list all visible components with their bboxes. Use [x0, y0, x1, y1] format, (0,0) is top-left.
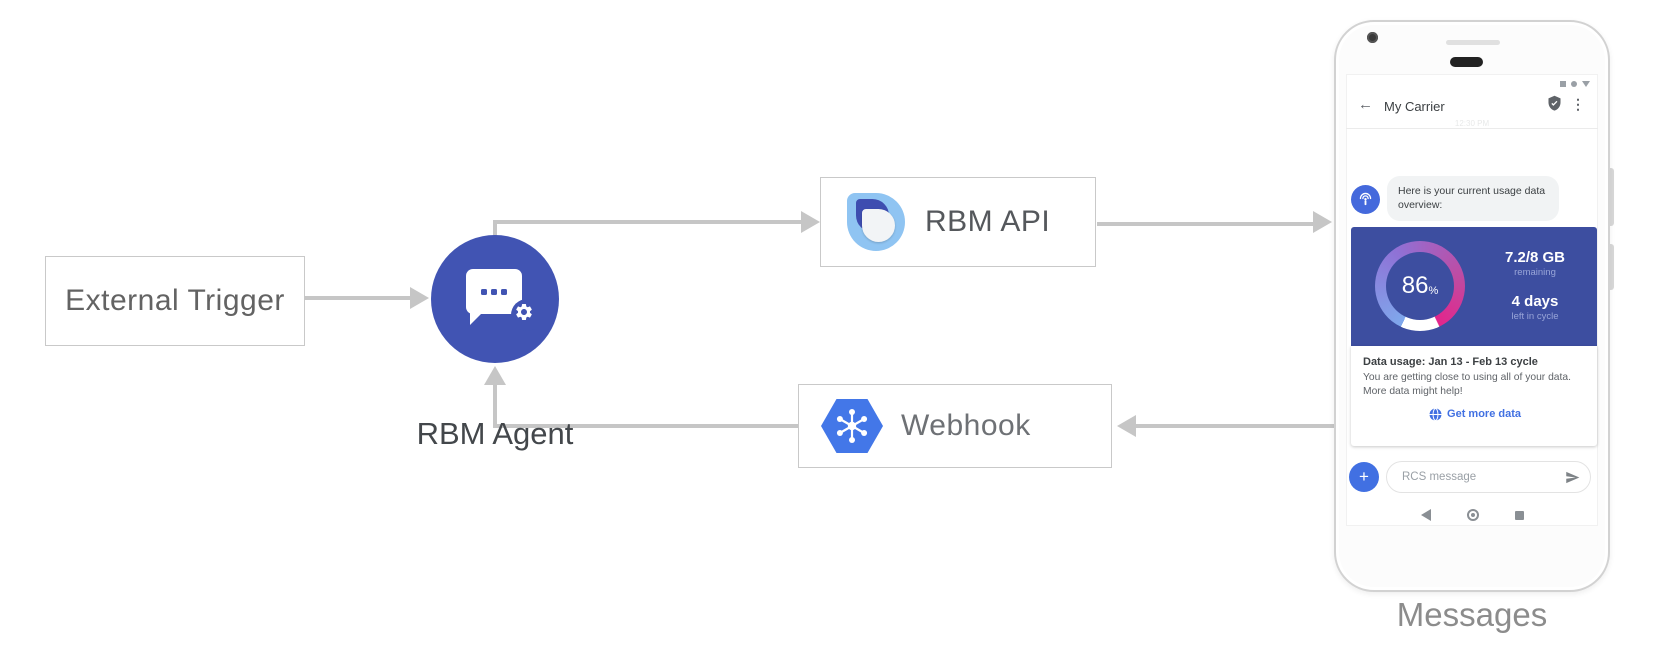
gauge-percent: 86 %	[1375, 241, 1465, 331]
usage-overview-card: 86 % 7.2/8 GB remaining 4 days left in c…	[1351, 227, 1597, 346]
rbm-logo-light-drop	[862, 209, 895, 242]
rbm-agent-label: RBM Agent	[416, 416, 574, 451]
external-trigger-node: External Trigger	[45, 256, 305, 346]
status-circle-icon	[1571, 81, 1577, 87]
verified-shield-icon	[1546, 95, 1563, 112]
bubble-dot	[491, 288, 497, 295]
header-divider	[1346, 128, 1598, 129]
overflow-menu-icon[interactable]: ⋮	[1571, 96, 1585, 112]
external-trigger-label: External Trigger	[65, 284, 285, 317]
arrow-webhook-to-agent-vertical	[493, 384, 497, 426]
webhook-label: Webhook	[901, 409, 1031, 442]
info-card-title: Data usage: Jan 13 - Feb 13 cycle	[1363, 356, 1538, 368]
send-icon[interactable]	[1565, 470, 1580, 485]
arrow-webhook-to-agent-head	[484, 366, 506, 385]
antenna-icon	[1359, 192, 1372, 206]
arrow-api-to-phone-line	[1097, 222, 1313, 226]
phone-screen: ← My Carrier ⋮ 12:30 PM Here is your cur…	[1346, 74, 1598, 526]
rbm-api-label: RBM API	[925, 205, 1051, 238]
status-bar	[1560, 81, 1590, 87]
get-more-data-label: Get more data	[1447, 408, 1521, 421]
arrow-phone-to-webhook-head	[1117, 415, 1136, 437]
messages-caption: Messages	[1396, 596, 1548, 633]
attach-plus-button[interactable]: +	[1349, 462, 1379, 492]
message-timestamp: 12:30 PM	[1454, 119, 1490, 128]
nav-recents-icon[interactable]	[1514, 510, 1524, 520]
phone-earpiece	[1450, 57, 1483, 67]
arrow-trigger-to-agent-line	[304, 296, 412, 300]
android-navbar	[1346, 504, 1598, 526]
status-triangle-icon	[1582, 81, 1590, 87]
days-left-value: 4 days	[1511, 293, 1559, 310]
gauge-percent-value: 86	[1401, 272, 1429, 299]
days-left-stat: 4 days left in cycle	[1479, 293, 1591, 322]
phone-speaker-slot	[1446, 40, 1500, 45]
arrow-webhook-to-agent-line	[493, 424, 798, 428]
agent-avatar	[1351, 185, 1380, 214]
webhook-hexagon-icon	[821, 399, 883, 453]
arrow-agent-to-api-head	[801, 211, 820, 233]
back-arrow-icon[interactable]: ←	[1358, 96, 1373, 113]
agent-message-bubble: Here is your current usage data overview…	[1387, 176, 1559, 221]
data-remaining-value: 7.2/8 GB	[1504, 249, 1566, 266]
rbm-api-node: RBM API	[820, 177, 1096, 267]
get-more-data-button[interactable]: Get more data	[1363, 407, 1587, 421]
bubble-dot	[501, 288, 507, 295]
data-usage-info-card: Data usage: Jan 13 - Feb 13 cycle You ar…	[1351, 346, 1597, 446]
status-square-icon	[1560, 81, 1566, 87]
rcs-message-placeholder: RCS message	[1402, 471, 1477, 483]
data-remaining-label: remaining	[1514, 267, 1556, 278]
conversation-title: My Carrier	[1384, 99, 1445, 114]
webhook-node: Webhook	[798, 384, 1112, 468]
nav-home-icon[interactable]	[1466, 509, 1479, 521]
rbm-api-logo-icon	[847, 193, 905, 251]
arrow-agent-to-api-line	[493, 220, 803, 224]
gauge-hole	[1386, 252, 1454, 320]
phone-volume-button[interactable]	[1607, 168, 1614, 226]
rcs-message-input[interactable]: RCS message	[1386, 461, 1591, 493]
arrow-trigger-to-agent-head	[410, 287, 429, 309]
days-left-label: left in cycle	[1511, 311, 1559, 322]
arrow-phone-to-webhook-line	[1136, 424, 1334, 428]
phone-camera-dot	[1367, 32, 1378, 43]
nav-back-icon[interactable]	[1420, 509, 1431, 521]
arrow-agent-to-api-vertical	[493, 222, 497, 238]
arrow-api-to-phone-head	[1313, 211, 1332, 233]
phone-power-button[interactable]	[1607, 244, 1614, 290]
chat-bubble-tail	[470, 312, 483, 325]
usage-gauge: 86 %	[1375, 241, 1465, 331]
globe-icon	[1429, 407, 1442, 421]
bubble-dot	[481, 288, 487, 295]
gear-icon	[511, 299, 543, 331]
gauge-percent-unit: %	[1428, 284, 1439, 297]
info-card-body: You are getting close to using all of yo…	[1363, 372, 1571, 398]
data-remaining-stat: 7.2/8 GB remaining	[1479, 249, 1591, 278]
